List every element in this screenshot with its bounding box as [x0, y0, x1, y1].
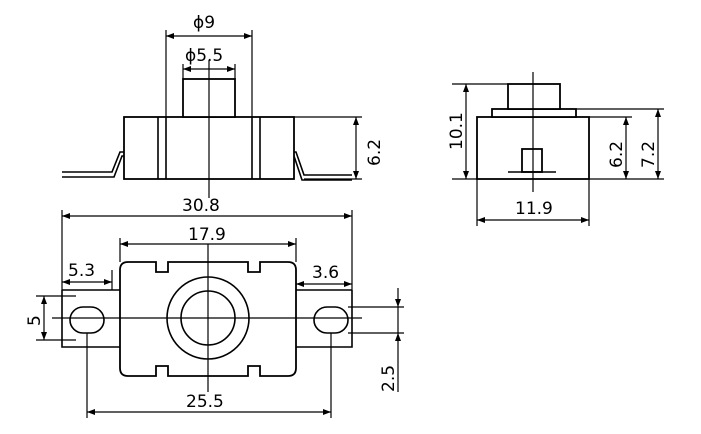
front-left-lead — [62, 151, 124, 178]
dim-10-1: 10.1 — [447, 112, 467, 150]
side-button — [507, 83, 561, 110]
top-view: 30.8 17.9 5.3 3.6 5 2.5 25.5 — [25, 196, 404, 418]
flange-left — [61, 289, 120, 348]
dim-phi5-5: ϕ5.5 — [185, 46, 223, 66]
mounting-slot-right — [313, 306, 349, 334]
mounting-slot-left — [69, 306, 105, 334]
dim-phi9: ϕ9 — [193, 13, 215, 33]
side-view: 10.1 6.2 7.2 11.9 — [447, 72, 664, 226]
dim-11-9: 11.9 — [515, 199, 553, 219]
dim-3-6: 3.6 — [312, 263, 339, 283]
side-flange — [491, 108, 577, 118]
front-view: ϕ9 ϕ5.5 6.2 — [62, 13, 385, 198]
dim-5-3: 5.3 — [68, 261, 95, 281]
flange-right — [296, 289, 353, 348]
dim-5: 5 — [25, 315, 45, 326]
dim-25-5: 25.5 — [186, 392, 224, 412]
dim-6-2-front: 6.2 — [365, 139, 385, 166]
dim-7-2: 7.2 — [639, 141, 659, 168]
side-terminal — [521, 148, 543, 173]
dim-30-8: 30.8 — [182, 196, 220, 216]
dim-2-5: 2.5 — [379, 365, 399, 392]
dim-17-9: 17.9 — [188, 225, 226, 245]
dim-6-2-side: 6.2 — [607, 141, 627, 168]
front-right-lead — [292, 151, 352, 181]
